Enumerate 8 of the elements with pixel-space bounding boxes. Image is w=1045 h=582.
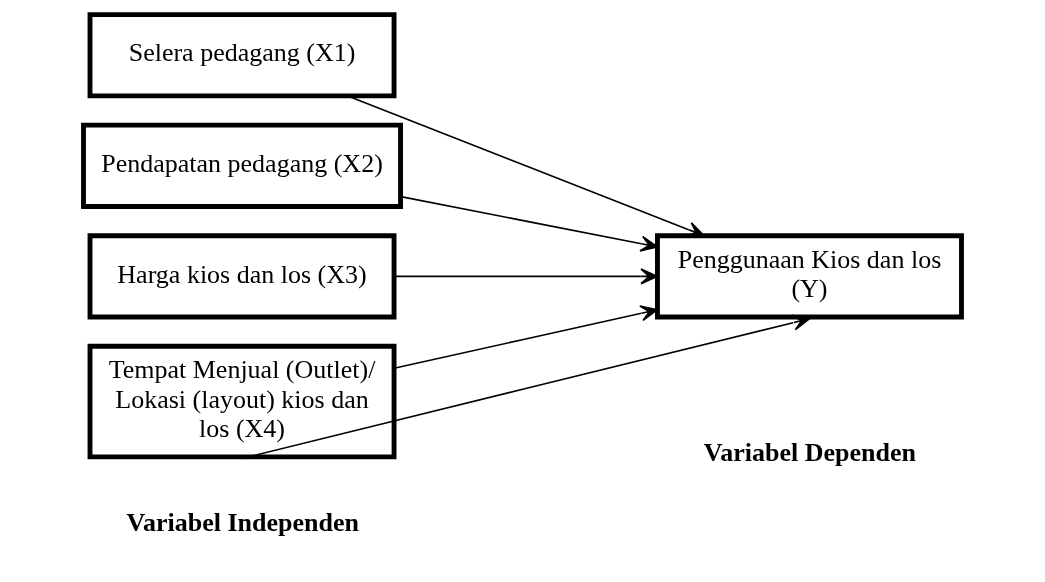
label: Variabel Dependen (703, 438, 916, 468)
arrow (241, 314, 811, 460)
node-box: Penggunaan Kios dan los (Y) (655, 233, 964, 320)
label: Variabel Independen (126, 508, 359, 538)
node-box: Harga kios dan los (X3) (87, 233, 397, 320)
node-box: Tempat Menjual (Outlet)/ Lokasi (layout) kios dan los (X4) (87, 343, 397, 460)
node-box: Pendapatan pedagang (X2) (81, 122, 403, 209)
node-box: Selera pedagang (X1) (87, 12, 397, 99)
